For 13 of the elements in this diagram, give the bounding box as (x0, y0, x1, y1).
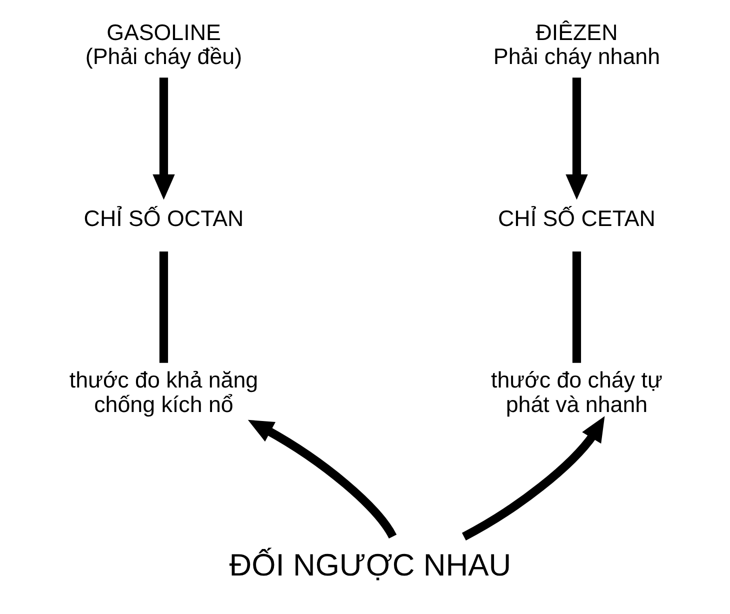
node-text: CHỈ SỐ CETAN (498, 206, 655, 231)
arrow (565, 78, 588, 200)
node-text: thước đo cháy tự phát và nhanh (490, 368, 662, 417)
arrow (247, 420, 396, 539)
connector (158, 251, 168, 363)
node-text: GASOLINE (Phải cháy đều) (84, 20, 242, 70)
node-text: thước đo khả năng chống kích nổ (68, 368, 258, 417)
arrow (152, 78, 174, 200)
node-text: ĐỐI NGƯỢC NHAU (228, 547, 511, 582)
node-text: ĐIÊZEN Phải cháy nhanh (492, 20, 660, 70)
node-text: CHỈ SỐ OCTAN (83, 206, 244, 231)
arrow (461, 416, 604, 540)
connector (572, 251, 581, 363)
